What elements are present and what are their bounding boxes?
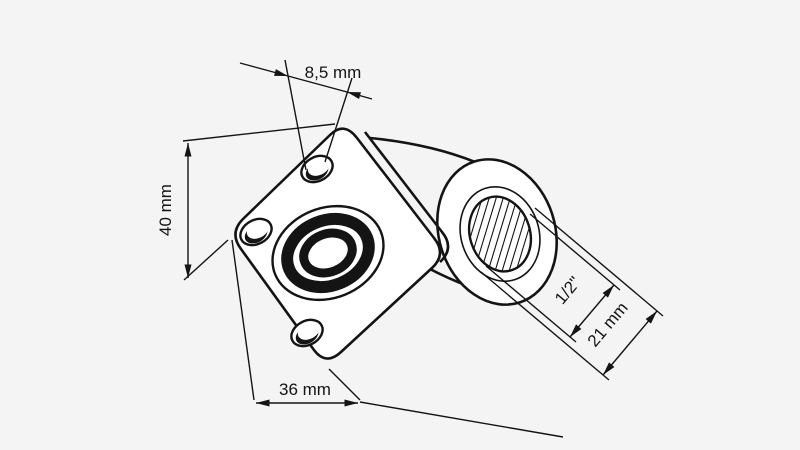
extension-line — [534, 207, 664, 317]
extension-line — [529, 213, 621, 291]
threaded-port — [459, 185, 541, 283]
dimension-line — [602, 310, 658, 376]
flange-back-edge — [363, 131, 450, 263]
dim-label-port: 21 mm — [584, 298, 632, 350]
mounting-holes — [239, 154, 334, 348]
bore-hole-ring — [299, 228, 357, 278]
center-bore — [271, 204, 385, 302]
cylinder-body — [369, 136, 559, 306]
dimension-line — [287, 75, 348, 93]
dim-label-height: 40 mm — [156, 184, 175, 236]
dimension-line — [569, 284, 615, 338]
mounting-hole-left — [239, 217, 273, 247]
extension-line — [231, 239, 255, 401]
mounting-hole-bottom — [290, 318, 324, 348]
extension-line — [284, 59, 307, 171]
dimension-width: 36 mm — [231, 239, 564, 438]
extension-line — [328, 368, 361, 401]
dim-label-hole-diameter: 8,5 mm — [305, 63, 362, 82]
dimension-line — [346, 91, 373, 100]
extension-line — [485, 265, 577, 343]
extension-line — [183, 239, 229, 281]
dimension-hole-diameter: 8,5 mm — [239, 59, 373, 171]
extension-line — [480, 271, 610, 381]
construction-line — [359, 401, 564, 438]
body-top-silhouette — [369, 136, 476, 164]
extension-line — [182, 123, 336, 142]
dim-label-thread: 1/2" — [551, 273, 585, 308]
dimension-line — [239, 62, 289, 77]
dim-label-width: 36 mm — [279, 380, 331, 399]
bore-groove-ring — [281, 213, 375, 293]
dimension-height: 40 mm — [156, 123, 336, 281]
mounting-hole-top — [300, 154, 334, 184]
thread-inner-circle — [467, 195, 533, 273]
